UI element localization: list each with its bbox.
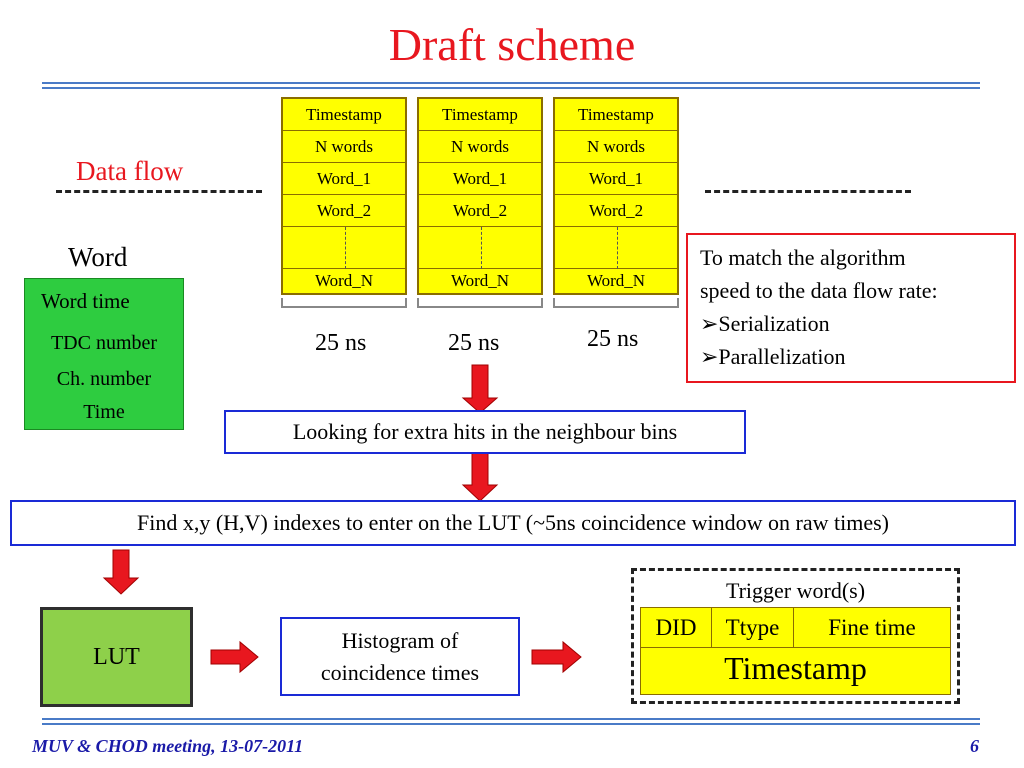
- packet-ellipsis-line: [345, 227, 346, 269]
- top-divider: [42, 82, 980, 89]
- trigger-did: DID: [641, 608, 712, 648]
- packet-cell: Word_1: [283, 163, 405, 195]
- right-arrow-icon: [210, 640, 259, 674]
- word-structure-box: Word time TDC number Ch. number Time: [24, 278, 184, 430]
- trigger-timestamp: Timestamp: [724, 650, 867, 686]
- packet-cell: Word_2: [283, 195, 405, 227]
- packet-duration-bracket: [417, 298, 543, 308]
- histogram-line: Histogram of: [341, 628, 459, 653]
- packet-cell: Word_1: [555, 163, 677, 195]
- trigger-word-group: [631, 568, 960, 704]
- down-arrow-icon: [102, 549, 140, 595]
- packet-ellipsis-line: [481, 227, 482, 269]
- packet-gap-cell: [419, 227, 541, 269]
- data-flow-dash-right: [705, 190, 911, 193]
- right-arrow-icon: [531, 640, 582, 674]
- packet-ellipsis-line: [617, 227, 618, 269]
- histogram-line: coincidence times: [320, 660, 480, 685]
- packet-duration-bracket: [553, 298, 679, 308]
- trigger-fine-time: Fine time: [794, 608, 950, 648]
- data-flow-dash-left: [56, 190, 262, 193]
- word-label: Word: [68, 242, 128, 272]
- packet-cell: Timestamp: [419, 99, 541, 131]
- word-field: Time: [83, 401, 125, 423]
- packet-cell: Word_2: [555, 195, 677, 227]
- packet-cell: Timestamp: [555, 99, 677, 131]
- trigger-word-table: DID Ttype Fine time Timestamp: [640, 607, 951, 695]
- data-flow-label: Data flow: [76, 156, 184, 186]
- packet-cell: N words: [419, 131, 541, 163]
- packet-cell: Word_2: [419, 195, 541, 227]
- trigger-ttype: Ttype: [712, 608, 794, 648]
- word-field: Ch. number: [56, 368, 152, 390]
- word-field: Word time: [41, 289, 130, 313]
- footer-meeting: MUV & CHOD meeting, 13-07-2011: [32, 736, 304, 756]
- slide-title: Draft scheme: [388, 19, 636, 70]
- packet-column-1: Timestamp N words Word_1 Word_2 Word_N: [281, 97, 407, 295]
- footer-page-number: 6: [970, 736, 979, 756]
- note-line: To match the algorithm: [700, 245, 906, 270]
- packet-duration-label: 25 ns: [587, 326, 639, 352]
- step-neighbour-bins: Looking for extra hits in the neighbour …: [224, 410, 746, 454]
- note-line: speed to the data flow rate:: [700, 278, 938, 303]
- histogram-box: Histogram of coincidence times: [280, 617, 520, 696]
- packet-duration-label: 25 ns: [448, 330, 500, 356]
- packet-cell: Word_N: [586, 271, 646, 290]
- lut-box: LUT: [40, 607, 193, 707]
- word-field: TDC number: [50, 332, 158, 354]
- packet-gap-cell: [555, 227, 677, 269]
- down-arrow-icon: [461, 452, 499, 502]
- packet-cell: N words: [283, 131, 405, 163]
- packet-duration-bracket: [281, 298, 407, 308]
- packet-cell: Word_N: [450, 271, 510, 290]
- note-line: ➢Serialization: [700, 311, 830, 336]
- packet-cell: Timestamp: [283, 99, 405, 131]
- packet-cell: Word_N: [314, 271, 374, 290]
- packet-column-2: Timestamp N words Word_1 Word_2 Word_N: [417, 97, 543, 295]
- bottom-divider: [42, 718, 980, 725]
- algorithm-note-box: To match the algorithm speed to the data…: [686, 233, 1016, 383]
- trigger-word-label: Trigger word(s): [725, 578, 866, 603]
- packet-cell: N words: [555, 131, 677, 163]
- packet-duration-label: 25 ns: [315, 330, 367, 356]
- note-line: ➢Parallelization: [700, 344, 846, 369]
- packet-column-3: Timestamp N words Word_1 Word_2 Word_N: [553, 97, 679, 295]
- packet-gap-cell: [283, 227, 405, 269]
- packet-cell: Word_1: [419, 163, 541, 195]
- down-arrow-icon: [461, 364, 499, 414]
- step-find-indexes: Find x,y (H,V) indexes to enter on the L…: [10, 500, 1016, 546]
